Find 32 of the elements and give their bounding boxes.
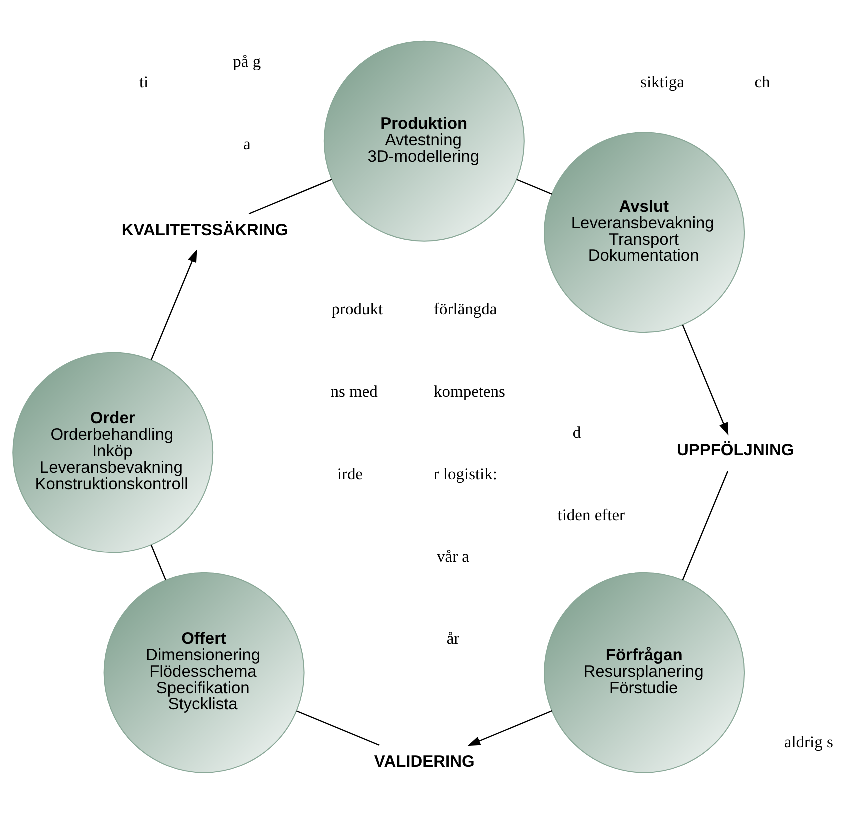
label: förlängda <box>434 299 497 318</box>
node-circle: Offert Dimensionering Flödesschema Specifikation Stycklista <box>103 572 304 774</box>
node-circle: Order Orderbehandling Inköp Leveransbevakning Konstruktionskontroll <box>12 352 214 554</box>
label: ns med <box>330 382 378 401</box>
node-text: VALIDERING <box>374 752 474 771</box>
connector <box>516 179 552 195</box>
connector <box>248 179 332 215</box>
label: år <box>446 629 460 648</box>
label: ti <box>138 72 148 92</box>
label: på g <box>232 52 261 71</box>
connector <box>682 471 728 580</box>
connector <box>150 545 166 581</box>
label: vår a <box>436 546 470 566</box>
label: a <box>242 134 250 154</box>
label: produkt <box>331 299 383 318</box>
arrow <box>150 250 197 361</box>
label: ch <box>754 72 770 92</box>
label: r logistik: <box>433 464 497 484</box>
label: d <box>572 423 581 442</box>
label: tiden efter <box>557 506 625 525</box>
arrow <box>682 324 728 436</box>
label: aldrig s <box>784 732 833 752</box>
node-circle: Förfrågan Resursplanering Förstudie <box>544 572 745 774</box>
node-text: UPPFÖLJNING <box>676 442 794 460</box>
node-circle: Avslut Leveransbevakning Transport Dokumentation <box>544 132 745 334</box>
connector <box>296 710 380 746</box>
label: irde <box>336 464 363 484</box>
arrow <box>467 710 552 746</box>
node-circle: Produktion Avtestning 3D-modellering <box>323 40 524 242</box>
node-text: KVALITETSSÄKRING <box>121 221 288 240</box>
label: siktiga <box>640 72 684 92</box>
label: kompetens <box>434 382 505 401</box>
